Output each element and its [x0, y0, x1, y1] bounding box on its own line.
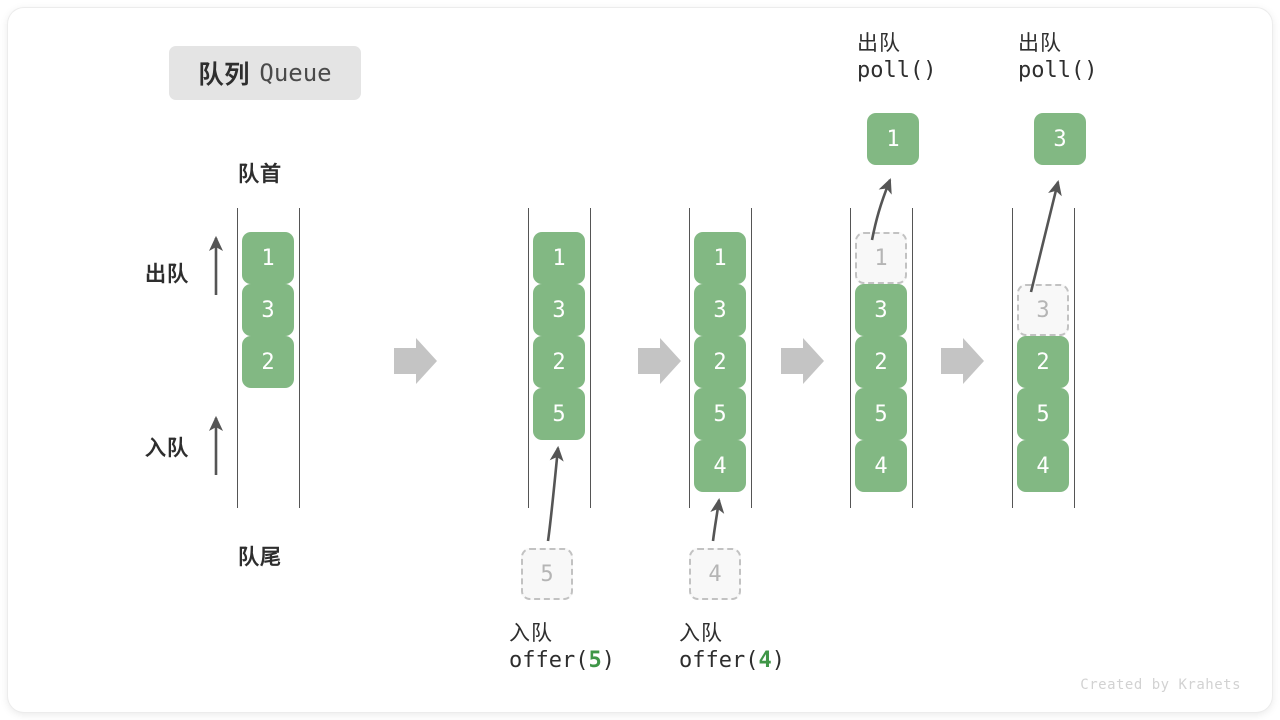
rail-left: [689, 208, 690, 508]
rail-left: [237, 208, 238, 508]
queue-slot: 1: [242, 232, 294, 284]
operation-name-cn: 入队: [509, 622, 553, 645]
operation-signature: poll(): [857, 58, 937, 84]
rail-right: [590, 208, 591, 508]
operation-caption-poll-1: 出队 poll(): [857, 30, 936, 86]
queue-slot-vacated: 1: [855, 232, 907, 284]
queue-slot: 5: [694, 388, 746, 440]
operation-signature: offer(5): [509, 648, 615, 674]
queue-slot: 3: [694, 284, 746, 336]
operation-caption-offer-5: 入队 offer(5): [509, 620, 615, 676]
queue-slot: 2: [242, 336, 294, 388]
dequeue-direction-label: 出队: [145, 263, 189, 286]
popped-element: 1: [867, 113, 919, 165]
queue-slot: 2: [1017, 336, 1069, 388]
queue-slot: 1: [533, 232, 585, 284]
queue-slot: 1: [694, 232, 746, 284]
rail-right: [1074, 208, 1075, 508]
popped-element: 3: [1034, 113, 1086, 165]
queue-slot: 4: [694, 440, 746, 492]
title-chinese: 队列: [198, 61, 251, 89]
operation-signature: offer(4): [679, 648, 785, 674]
incoming-element-ghost: 4: [689, 548, 741, 600]
queue-slot: 2: [533, 336, 585, 388]
incoming-element-ghost: 5: [521, 548, 573, 600]
queue-slot: 3: [855, 284, 907, 336]
queue-slot-empty: [1017, 232, 1069, 284]
rail-left: [850, 208, 851, 508]
watermark: Created by Krahets: [1080, 677, 1241, 693]
operation-name-cn: 出队: [857, 32, 901, 55]
diagram-card: [8, 8, 1272, 712]
rail-left: [528, 208, 529, 508]
queue-slot: 5: [1017, 388, 1069, 440]
queue-head-label: 队首: [238, 163, 282, 186]
operation-caption-offer-4: 入队 offer(4): [679, 620, 785, 676]
rail-left: [1012, 208, 1013, 508]
rail-right: [912, 208, 913, 508]
diagram-title-badge: 队列 Queue: [169, 46, 361, 100]
queue-slot: 4: [855, 440, 907, 492]
rail-right: [299, 208, 300, 508]
title-english: Queue: [259, 59, 332, 87]
operation-argument: 5: [588, 648, 602, 674]
queue-slot: 2: [855, 336, 907, 388]
queue-tail-label: 队尾: [238, 546, 282, 569]
queue-slot: 5: [855, 388, 907, 440]
queue-slot: 3: [242, 284, 294, 336]
enqueue-direction-label: 入队: [145, 437, 189, 460]
operation-signature: poll(): [1018, 58, 1098, 84]
operation-argument: 4: [758, 648, 772, 674]
operation-name-cn: 入队: [679, 622, 723, 645]
queue-slot-vacated: 3: [1017, 284, 1069, 336]
operation-caption-poll-3: 出队 poll(): [1018, 30, 1097, 86]
queue-slot: 2: [694, 336, 746, 388]
rail-right: [751, 208, 752, 508]
queue-slot: 4: [1017, 440, 1069, 492]
queue-slot: 3: [533, 284, 585, 336]
operation-name-cn: 出队: [1018, 32, 1062, 55]
queue-slot: 5: [533, 388, 585, 440]
